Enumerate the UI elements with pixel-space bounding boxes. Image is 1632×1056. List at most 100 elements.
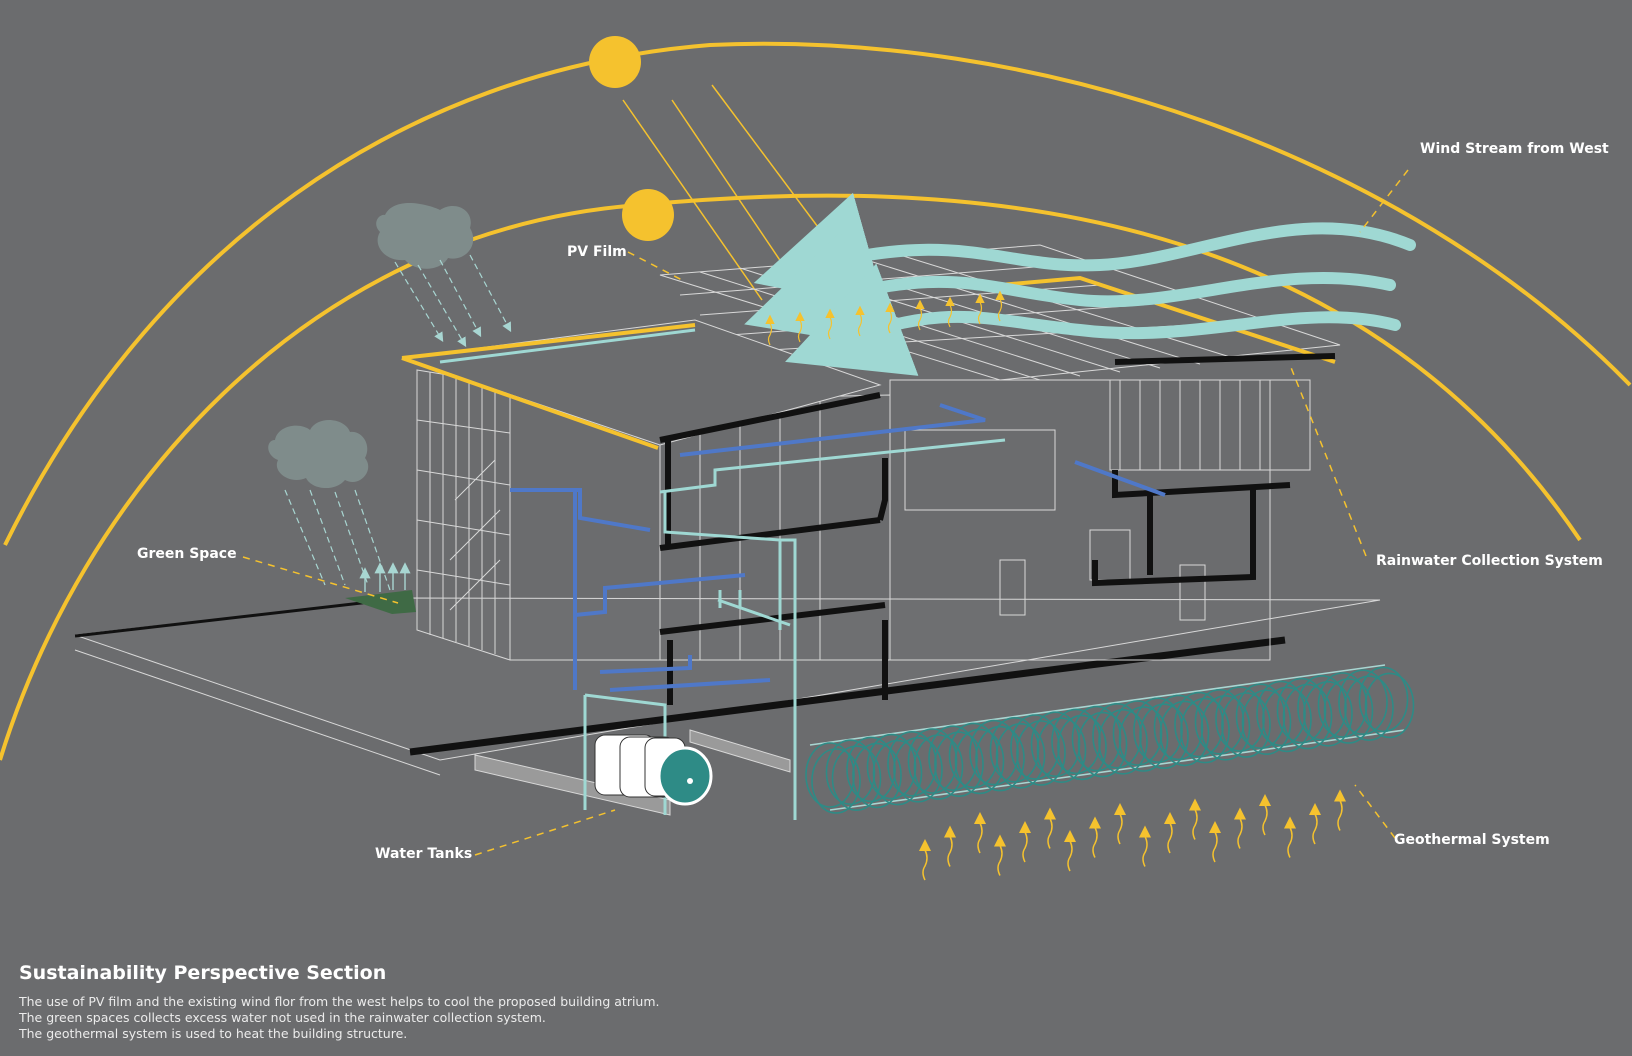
geothermal-coil-loop [907,728,958,794]
geothermal-coil-loop [811,748,861,814]
geothermal-coil-loop [928,725,978,792]
geothermal-coil-loop [887,730,937,797]
rainwater-gutter [401,275,1336,450]
geothermal-coil-loop [995,722,1046,789]
heat-arrow [1189,798,1201,840]
green-space-arrows [359,562,411,592]
geothermal-coil-loop [1077,711,1128,778]
geothermal-coil-loop [1221,692,1271,758]
geothermal-coil-loop [1256,680,1306,747]
foundation [474,729,791,816]
geothermal-coil-loop [1118,706,1169,772]
heat-arrow [885,302,895,334]
geothermal-coil-loop [872,739,923,806]
heat-arrow [994,834,1006,876]
heat-arrow [825,308,835,340]
geothermal-coil-loop [1194,688,1245,755]
geothermal-coil-loop [1133,697,1183,764]
geothermal-coil-loop [1282,683,1333,750]
ground-edge [74,596,406,638]
geothermal-coil-loop [1358,666,1409,733]
water-pipe-teal [439,328,1006,820]
geothermal-coil-loop [1159,700,1210,767]
geothermal-coil-loop [1036,717,1087,784]
heat-arrow [1044,807,1056,849]
heat-arrow [1114,803,1126,845]
geothermal-coil-loop [866,733,917,800]
geothermal-coil-loop [1153,694,1204,761]
geothermal-coil-loop [1338,669,1388,736]
green-space [345,590,416,614]
heat-arrow [765,314,775,346]
geothermal-coil-loop [1174,691,1224,758]
heat-arrow [995,290,1005,322]
caption-title: Sustainability Perspective Section [19,962,387,984]
label-wind-stream: Wind Stream from West [1420,141,1609,157]
caption-line: The green spaces collects excess water n… [19,1010,546,1025]
ground-edge [409,636,1286,756]
heat-arrow [915,299,925,331]
sun-icon [589,36,641,88]
heat-arrow [1164,812,1176,854]
geothermal-coil-loop [1276,677,1327,744]
heat-arrow [945,296,955,328]
label-water-tanks: Water Tanks [375,846,473,862]
geothermal-coil-loop [934,731,984,798]
geothermal-coil-loop [805,742,855,808]
geothermal-coil-loop [1180,697,1230,764]
geothermal-coil-loop [913,734,964,800]
geothermal-coil-loop [969,719,1019,786]
geothermal-coil-loop [1098,708,1148,775]
caption-line: The geothermal system is used to heat th… [19,1026,408,1041]
geothermal-coil-loop [846,736,896,803]
rain-icon [284,489,391,591]
heat-arrow [1089,816,1101,858]
cloud-icon [376,203,474,269]
leader-lines [242,169,1409,856]
geothermal-coil-loop [1323,678,1374,744]
sun-path-summer [3,41,1632,546]
heat-arrow [944,825,956,867]
geothermal-coil-loop [954,728,1005,795]
wind-stream-icon [744,192,1416,376]
geothermal-coil-loop [975,725,1025,792]
sun-icon [622,189,674,241]
geothermal-coil-loop [1241,689,1292,756]
heat-arrow [795,311,805,343]
geothermal-coil-loop [1317,672,1368,738]
heat-arrow [919,839,931,881]
geothermal-coil-loop [893,736,943,803]
heat-arrow [1334,789,1346,831]
geothermal-coil-loop [1344,675,1394,742]
heat-arrow [1309,803,1321,845]
geothermal-coil-loop [1139,703,1189,770]
heat-arrow [1259,794,1271,836]
geothermal-coil-loop [1112,700,1163,766]
label-geothermal: Geothermal System [1394,832,1550,848]
water-pipe-blue [510,403,1166,692]
geothermal-coil-loop [1364,672,1415,739]
geothermal-coil-loop [1262,686,1312,753]
geothermal-coil-loop [989,716,1040,783]
geothermal-coil-loop [948,722,999,789]
geothermal-coil-loop [1303,680,1353,747]
rain-icon [394,254,512,348]
water-tank-icon [594,734,713,806]
cloud-icon [268,420,369,489]
heat-arrow [1209,821,1221,863]
heat-arrow [1139,825,1151,867]
geothermal-coil-loop [1057,714,1107,781]
geothermal-coil-loop [1200,694,1251,761]
heat-arrow [975,293,985,325]
heat-arrow [855,305,865,337]
geothermal-coil-loop [1051,708,1101,775]
heat-arrow [1064,830,1076,872]
heat-arrow-icon [919,789,1346,881]
geothermal-coil-loop [1297,674,1347,741]
geothermal-coil-loop [1215,686,1265,752]
geothermal-coil-loop [831,745,882,812]
caption-line: The use of PV film and the existing wind… [19,994,660,1009]
geothermal-coil-loop [1010,714,1060,780]
label-rainwater-collection: Rainwater Collection System [1376,553,1603,569]
